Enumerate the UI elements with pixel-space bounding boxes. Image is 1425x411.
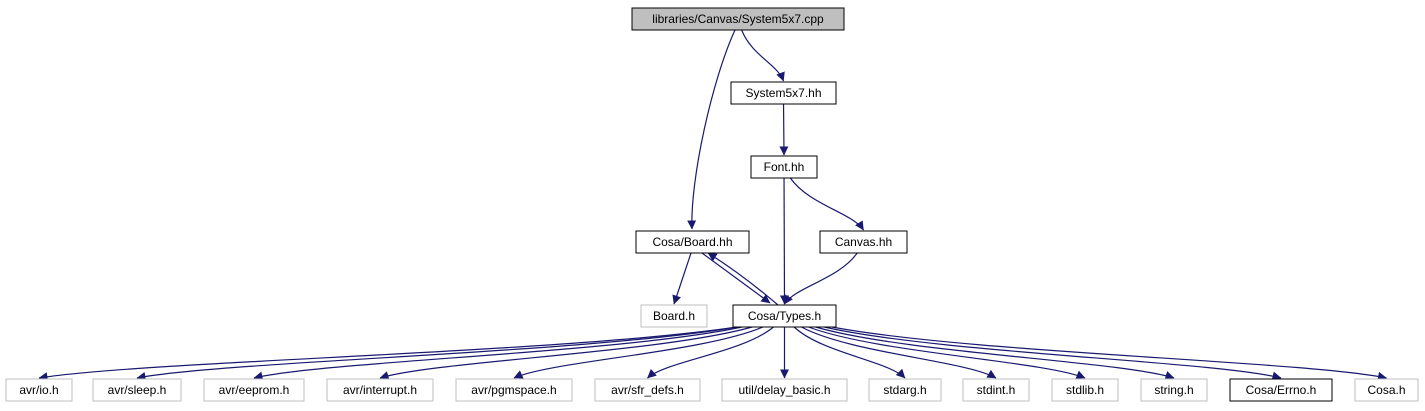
node-stdarg: stdarg.h: [868, 378, 942, 402]
node-box: [455, 378, 573, 402]
node-label: avr/pgmspace.h: [471, 383, 556, 397]
node-label: Cosa.h: [1367, 383, 1405, 397]
node-box: [5, 378, 73, 402]
node-stdlib: stdlib.h: [1051, 378, 1119, 402]
edge-root-to-board_hh: [687, 29, 736, 230]
node-label: libraries/Canvas/System5x7.cpp: [652, 12, 824, 26]
edge-font-to-canvas: [789, 177, 865, 231]
edge-types-to-eeprom: [253, 326, 743, 381]
edge-board_hh-to-types: [701, 252, 771, 304]
edge-types-to-errno: [824, 326, 1282, 381]
node-label: avr/eeprom.h: [219, 383, 290, 397]
edge-types-to-board_hh: [707, 252, 779, 306]
edge-types-to-pgmspace: [513, 326, 764, 379]
node-box: [92, 378, 182, 402]
edge-types-to-io: [38, 326, 738, 382]
node-box: [1140, 378, 1208, 402]
node-label: string.h: [1154, 383, 1193, 397]
node-box: [721, 378, 848, 402]
node-box: [594, 378, 701, 402]
node-label: util/delay_basic.h: [738, 383, 830, 397]
nodes-layer: libraries/Canvas/System5x7.cppSystem5x7.…: [5, 7, 1419, 402]
node-root[interactable]: libraries/Canvas/System5x7.cpp: [631, 7, 845, 31]
node-system5x7[interactable]: System5x7.hh: [730, 81, 837, 105]
node-cosa: Cosa.h: [1354, 378, 1419, 402]
edge-types-to-stdlib: [808, 326, 1086, 379]
node-label: System5x7.hh: [745, 86, 821, 100]
edge-types-to-stdarg: [793, 326, 906, 379]
node-label: avr/io.h: [19, 383, 58, 397]
node-pgmspace: avr/pgmspace.h: [455, 378, 573, 402]
node-label: Font.hh: [764, 160, 805, 174]
edge-types-to-sfr: [647, 326, 774, 379]
node-label: Cosa/Errno.h: [1246, 383, 1317, 397]
node-io: avr/io.h: [5, 378, 73, 402]
node-box: [1051, 378, 1119, 402]
node-box: [203, 378, 305, 402]
node-label: avr/interrupt.h: [343, 383, 417, 397]
node-sfr: avr/sfr_defs.h: [594, 378, 701, 402]
node-label: Cosa/Board.hh: [652, 235, 732, 249]
node-label: Canvas.hh: [835, 235, 892, 249]
node-box: [631, 7, 845, 31]
edge-types-to-cosa: [831, 326, 1387, 381]
node-board_hh[interactable]: Cosa/Board.hh: [635, 230, 750, 254]
node-box: [326, 378, 434, 402]
node-box: [962, 378, 1030, 402]
edge-types-to-string: [815, 326, 1175, 380]
node-box: [635, 230, 750, 254]
node-label: stdint.h: [977, 383, 1016, 397]
node-box: [1354, 378, 1419, 402]
node-box: [868, 378, 942, 402]
node-box: [730, 81, 837, 105]
node-box: [750, 155, 818, 179]
node-interrupt: avr/interrupt.h: [326, 378, 434, 402]
node-string: string.h: [1140, 378, 1208, 402]
edge-board_hh-to-board_h: [672, 252, 692, 305]
node-stdint: stdint.h: [962, 378, 1030, 402]
node-sleep: avr/sleep.h: [92, 378, 182, 402]
edge-root-to-system5x7: [741, 29, 785, 82]
node-canvas[interactable]: Canvas.hh: [819, 230, 908, 254]
node-label: Board.h: [653, 309, 695, 323]
edge-canvas-to-types: [783, 252, 858, 305]
node-box: [640, 304, 708, 328]
node-label: stdarg.h: [883, 383, 926, 397]
edge-types-to-sleep: [136, 326, 738, 381]
node-delay: util/delay_basic.h: [721, 378, 848, 402]
node-box: [732, 304, 837, 328]
node-board_h: Board.h: [640, 304, 708, 328]
edges-layer: [38, 29, 1387, 382]
edge-types-to-stdint: [801, 326, 997, 379]
node-types[interactable]: Cosa/Types.h: [732, 304, 837, 328]
node-font[interactable]: Font.hh: [750, 155, 818, 179]
node-label: Cosa/Types.h: [748, 309, 821, 323]
node-box: [819, 230, 908, 254]
node-box: [1229, 378, 1333, 402]
node-label: stdlib.h: [1066, 383, 1104, 397]
node-eeprom: avr/eeprom.h: [203, 378, 305, 402]
node-label: avr/sfr_defs.h: [611, 383, 684, 397]
node-errno[interactable]: Cosa/Errno.h: [1229, 378, 1333, 402]
edge-types-to-interrupt: [379, 326, 753, 380]
node-label: avr/sleep.h: [108, 383, 167, 397]
